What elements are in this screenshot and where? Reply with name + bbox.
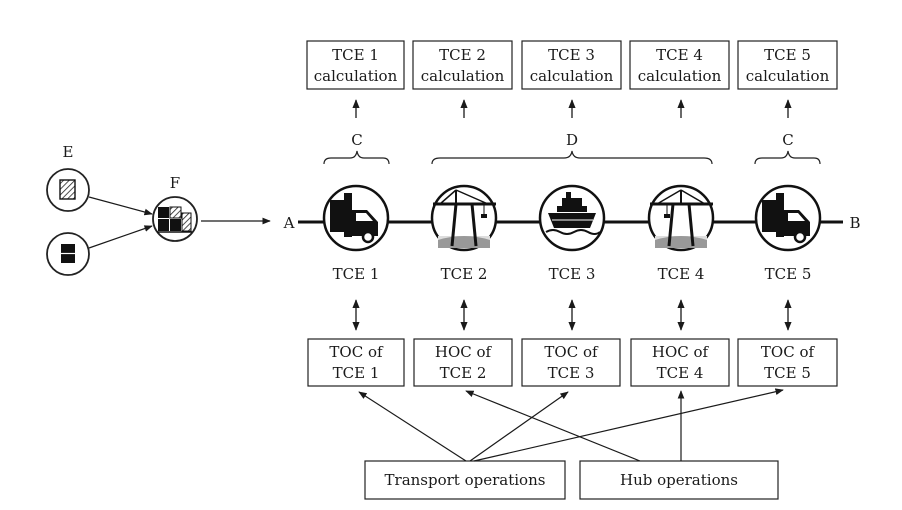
- oc-box-4: HOC of TCE 4: [630, 338, 730, 387]
- transport-operations-label: Transport operations: [385, 471, 546, 489]
- hub-operations-label: Hub operations: [620, 471, 738, 489]
- truck-icon: [330, 193, 378, 244]
- transport-operations-box: Transport operations: [364, 460, 566, 500]
- calc-box-3-line1: TCE 3: [548, 46, 595, 64]
- brace-c-left: [323, 150, 390, 165]
- calc-box-1-line1: TCE 1: [332, 46, 379, 64]
- endpoint-b: B: [849, 214, 860, 232]
- chain-node-5: [754, 184, 822, 252]
- hub-to-oc-2: [465, 390, 641, 462]
- container-load-icon: [157, 206, 192, 233]
- calc-box-3: TCE 3 calculation: [521, 40, 622, 90]
- unit-f-load: [152, 196, 198, 242]
- oc-box-5: TOC of TCE 5: [737, 338, 838, 387]
- node-label-1: TCE 1: [333, 265, 380, 283]
- oc-box-5-line1: TOC of: [761, 343, 816, 361]
- oc-box-4-line2: TCE 4: [657, 364, 704, 382]
- calc-box-5-line1: TCE 5: [764, 46, 811, 64]
- operations-arrows: [358, 388, 784, 462]
- calc-box-2: TCE 2 calculation: [412, 40, 513, 90]
- calc-box-2-line1: TCE 2: [439, 46, 486, 64]
- oc-box-1: TOC of TCE 1: [307, 338, 405, 387]
- consolidation-arrows: [88, 196, 271, 249]
- calc-box-5-line2: calculation: [746, 67, 830, 85]
- transport-to-oc-5: [473, 388, 784, 462]
- chain-node-1: [322, 184, 390, 252]
- transport-to-oc-1: [358, 391, 467, 462]
- unit-label-e: E: [63, 143, 74, 161]
- oc-box-4-line1: HOC of: [652, 343, 710, 361]
- chain-node-4: [647, 184, 715, 252]
- node-label-3: TCE 3: [549, 265, 596, 283]
- crane-icon: [650, 189, 713, 248]
- unit-e-solid: [46, 232, 90, 276]
- brace-label-right: C: [782, 131, 793, 149]
- oc-double-arrows: [352, 299, 792, 331]
- arrow-e-solid-to-f: [88, 225, 153, 249]
- oc-box-3: TOC of TCE 3: [521, 338, 621, 387]
- hub-operations-box: Hub operations: [579, 460, 779, 500]
- oc-box-2-line1: HOC of: [435, 343, 493, 361]
- chain-node-2: [430, 184, 498, 252]
- arrow-e-hatched-to-f: [88, 196, 153, 216]
- oc-box-1-line2: TCE 1: [333, 364, 380, 382]
- calc-box-4: TCE 4 calculation: [629, 40, 730, 90]
- transport-to-oc-3: [469, 391, 569, 462]
- oc-box-3-line2: TCE 3: [548, 364, 595, 382]
- calc-box-1-line2: calculation: [314, 67, 398, 85]
- brace-d-middle: [431, 150, 713, 165]
- oc-box-2: HOC of TCE 2: [413, 338, 513, 387]
- brace-label-left: C: [351, 131, 362, 149]
- calc-box-2-line2: calculation: [421, 67, 505, 85]
- brace-c-right: [754, 150, 821, 165]
- chain-node-3: [538, 184, 606, 252]
- unit-e-hatched: [46, 168, 90, 212]
- oc-box-2-line2: TCE 2: [440, 364, 487, 382]
- calc-box-5: TCE 5 calculation: [737, 40, 838, 90]
- calc-box-4-line2: calculation: [638, 67, 722, 85]
- oc-box-5-line2: TCE 5: [764, 364, 811, 382]
- calc-box-1: TCE 1 calculation: [306, 40, 405, 90]
- calc-box-3-line2: calculation: [530, 67, 614, 85]
- node-label-2: TCE 2: [441, 265, 488, 283]
- crane-icon: [433, 189, 496, 248]
- endpoint-a: A: [283, 214, 295, 232]
- ship-icon: [545, 192, 601, 235]
- oc-box-1-line1: TOC of: [329, 343, 384, 361]
- calc-arrows: [352, 99, 792, 118]
- truck-icon: [762, 193, 810, 244]
- calc-box-4-line1: TCE 4: [656, 46, 703, 64]
- node-label-5: TCE 5: [765, 265, 812, 283]
- brace-label-middle: D: [566, 131, 578, 149]
- hatched-container-icon: [59, 179, 76, 200]
- unit-label-f: F: [170, 174, 180, 192]
- oc-box-3-line1: TOC of: [544, 343, 599, 361]
- node-label-4: TCE 4: [658, 265, 705, 283]
